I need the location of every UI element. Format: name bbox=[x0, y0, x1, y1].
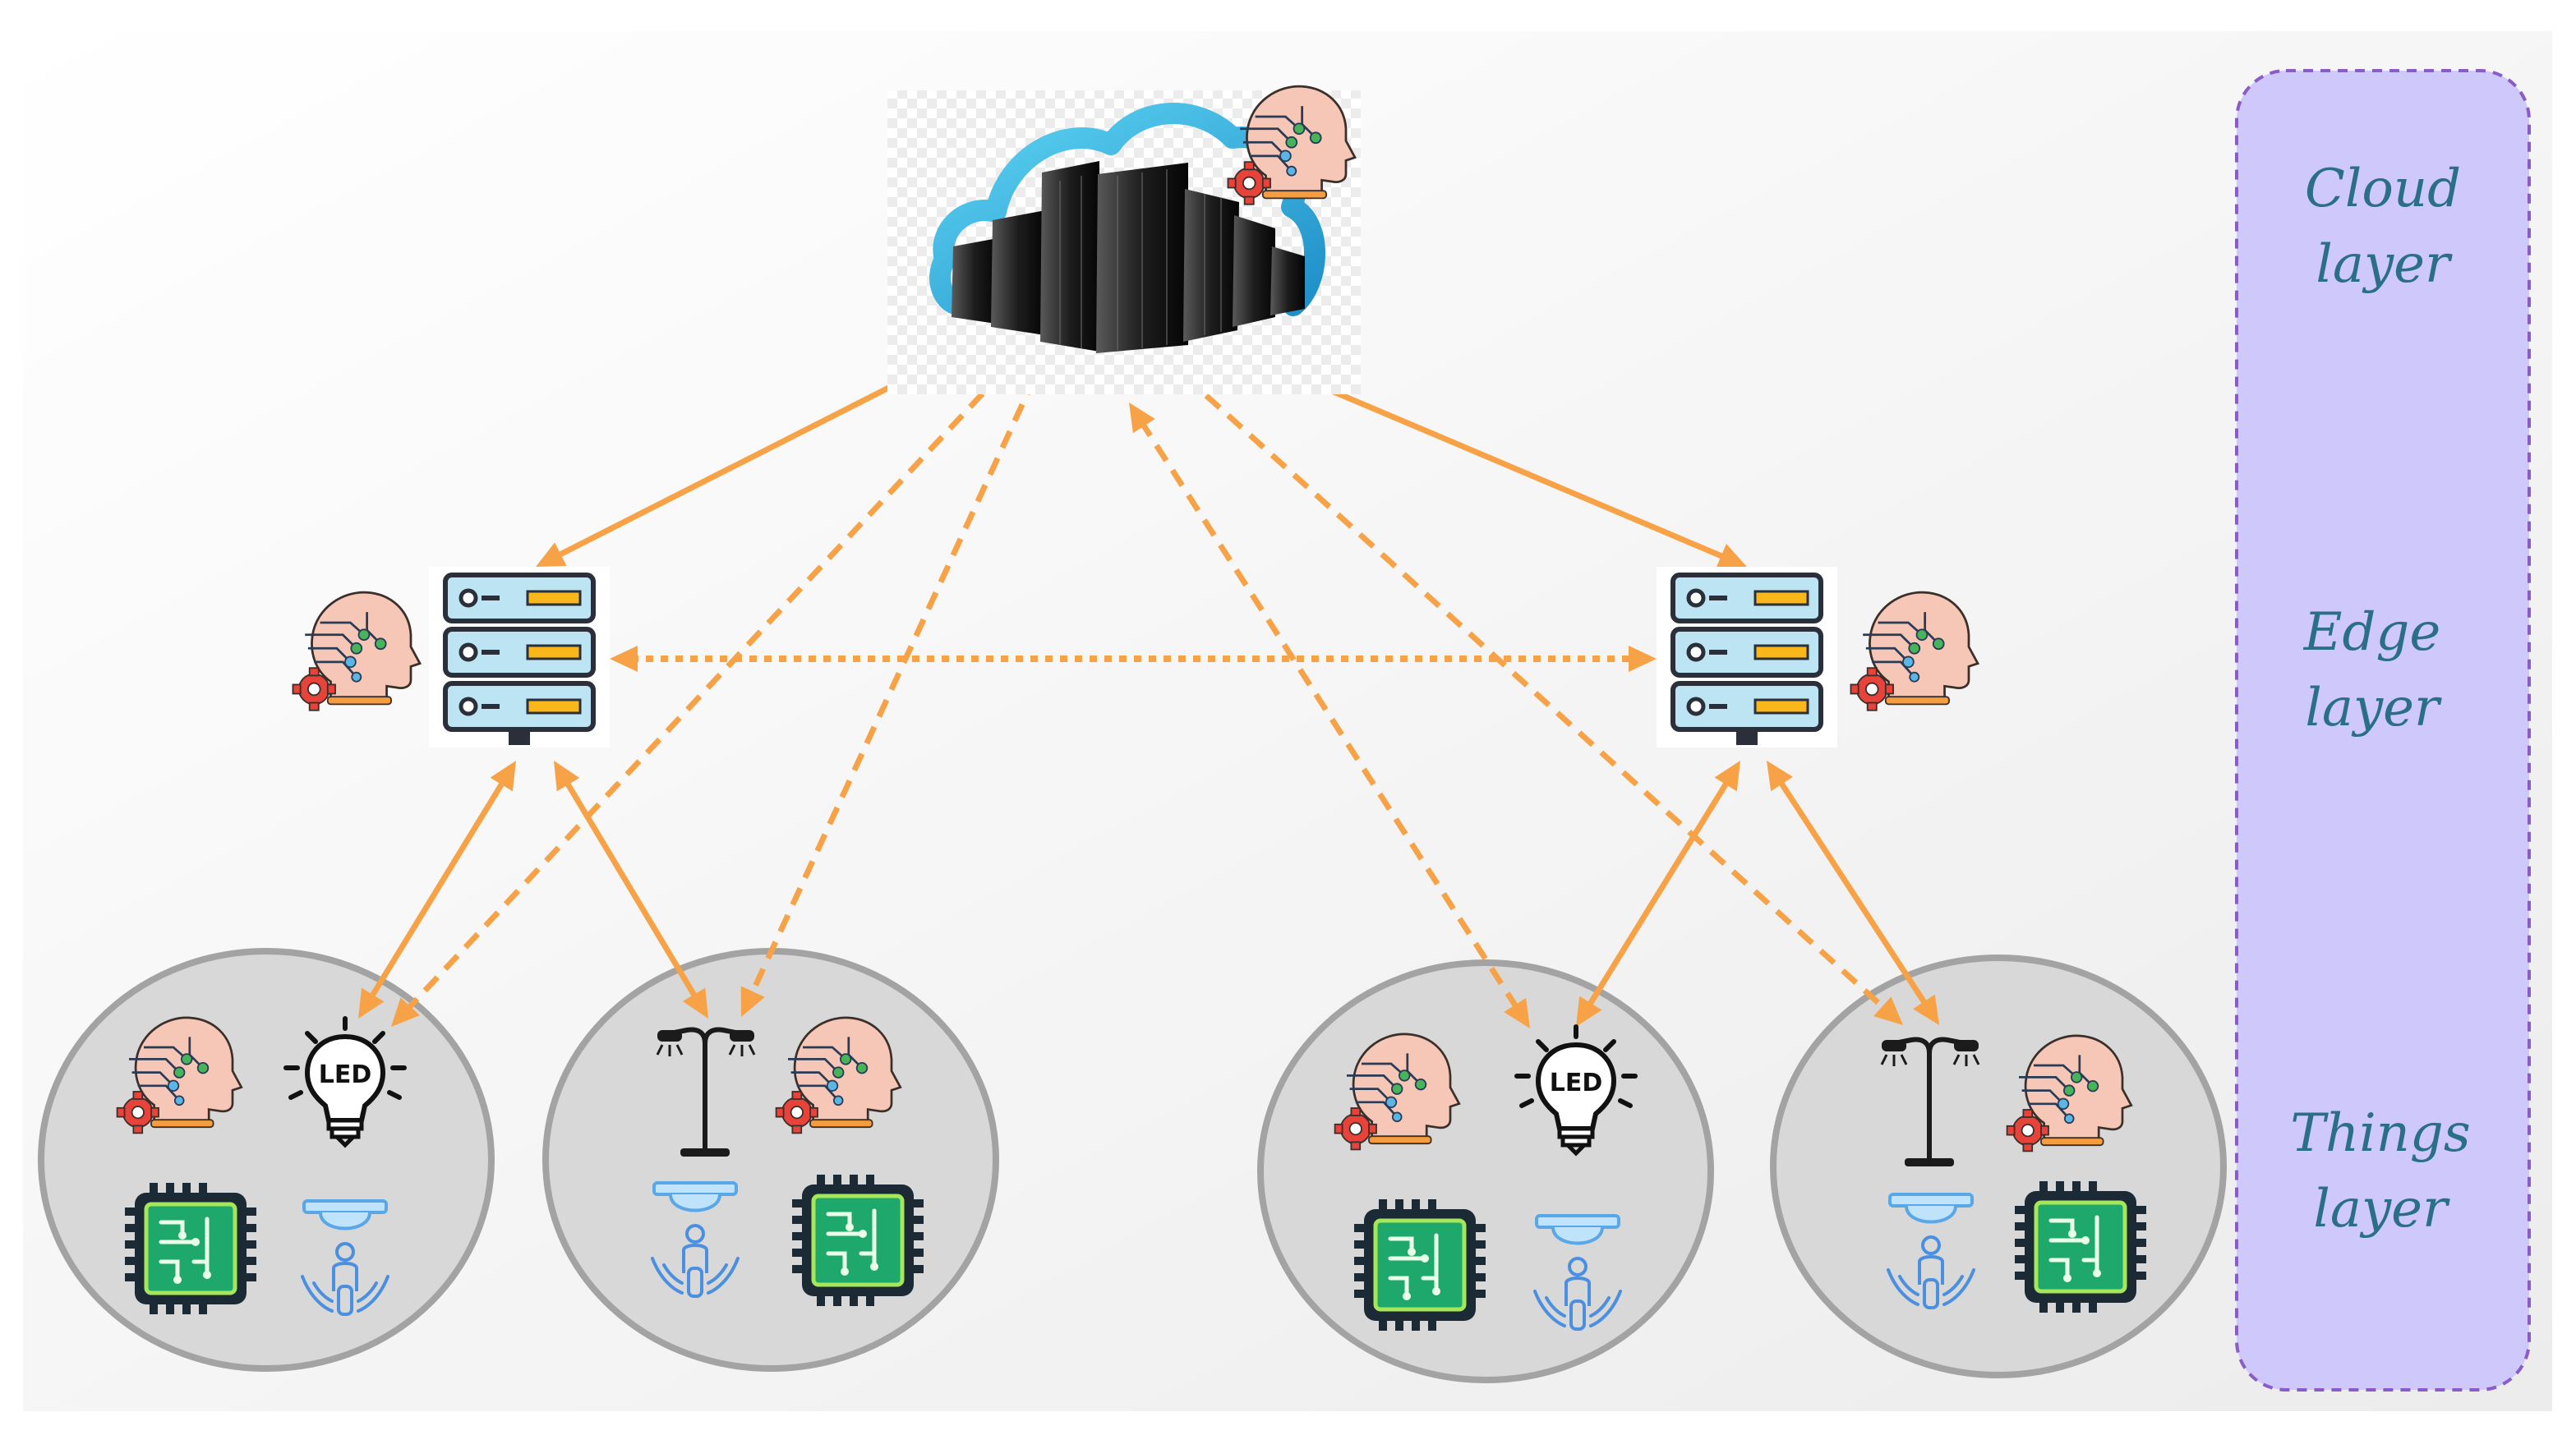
arrow-edge-right-cluster3-bulb-line bbox=[1584, 777, 1732, 1010]
cluster-3-devices: LED bbox=[1334, 1027, 1635, 1331]
things-cluster-2 bbox=[542, 948, 999, 1372]
cluster-1-devices: LED bbox=[116, 1018, 404, 1314]
things-layer-label-line1: Things bbox=[2290, 1103, 2471, 1164]
arrow-edge-right-cluster3-bulb bbox=[1576, 761, 1740, 1027]
led-text: LED bbox=[1550, 1069, 1603, 1097]
arrow-edge-right-cluster3-bulb-head-start bbox=[1714, 761, 1740, 792]
arrow-cloud-cluster3-bulb-head-start bbox=[1129, 402, 1155, 434]
edge-layer-label-line2: layer bbox=[2305, 678, 2440, 738]
arrow-cloud-edge-right-head-end bbox=[1716, 544, 1747, 568]
arrow-edge-right-cluster4-lamp-line bbox=[1776, 776, 1930, 1010]
arrow-edge-left-cluster1-bulb-line bbox=[366, 777, 508, 1002]
arrow-edge-left-cluster1-bulb-head-end bbox=[358, 987, 385, 1019]
cloud-layer-label-line1: Cloud bbox=[2304, 159, 2462, 219]
microchip-icon bbox=[1354, 1199, 1486, 1331]
things-layer-label-line2: layer bbox=[2313, 1179, 2448, 1240]
led-text: LED bbox=[319, 1060, 372, 1089]
arrow-cloud-cluster3-bulb-head-end bbox=[1504, 997, 1530, 1028]
cloud-layer-label: Cloud layer bbox=[2247, 151, 2518, 302]
arrow-cloud-cluster4-lamp-line bbox=[1182, 373, 1890, 1014]
arrow-edge-left-edge-right-head-end bbox=[1629, 646, 1657, 672]
arrow-cloud-cluster1-bulb-head-end bbox=[391, 997, 420, 1027]
microchip-icon bbox=[125, 1183, 256, 1314]
things-cluster-1 bbox=[38, 948, 495, 1372]
arrow-edge-left-cluster1-bulb bbox=[358, 761, 516, 1019]
server-rack-icon bbox=[429, 567, 610, 748]
microchip-icon bbox=[2015, 1181, 2146, 1313]
things-layer-label: Things layer bbox=[2245, 1096, 2516, 1247]
edge-layer-label: Edge layer bbox=[2237, 595, 2508, 746]
things-cluster-3 bbox=[1257, 959, 1714, 1383]
arrow-edge-right-cluster3-bulb-head-end bbox=[1576, 996, 1602, 1027]
arrow-cloud-cluster3-bulb bbox=[1129, 402, 1530, 1028]
arrow-edge-left-cluster2-lamp bbox=[554, 761, 708, 1019]
arrow-cloud-edge-left-head-end bbox=[536, 542, 567, 567]
server-rack-icon bbox=[1657, 567, 1837, 748]
things-cluster-4 bbox=[1770, 954, 2227, 1378]
arrow-cloud-cluster2-lamp-head-end bbox=[740, 986, 765, 1017]
edge-layer-label-line1: Edge bbox=[2303, 602, 2441, 663]
layer-panel bbox=[2235, 69, 2531, 1392]
arrow-edge-right-cluster4-lamp-head-start bbox=[1767, 761, 1793, 792]
arrow-cloud-cluster2-lamp-line bbox=[747, 376, 1038, 999]
arrow-cloud-cluster4-lamp-head-end bbox=[1873, 996, 1903, 1025]
arrow-edge-left-cluster2-lamp-head-end bbox=[682, 987, 708, 1019]
arrow-edge-left-edge-right bbox=[610, 646, 1657, 672]
arrow-edge-left-cluster1-bulb-head-start bbox=[490, 761, 516, 792]
cloud-datacenter-icon bbox=[929, 103, 1325, 353]
arrow-edge-left-cluster2-lamp-head-start bbox=[554, 761, 580, 792]
microchip-icon bbox=[792, 1175, 924, 1306]
arrow-edge-right-cluster4-lamp-head-end bbox=[1913, 994, 1939, 1025]
cloud-node bbox=[887, 85, 1361, 394]
arrow-edge-left-edge-right-head-start bbox=[610, 646, 638, 672]
cloud-layer-label-line2: layer bbox=[2316, 234, 2450, 295]
arrow-edge-right-cluster4-lamp bbox=[1767, 761, 1939, 1025]
arrow-edge-left-cluster2-lamp-line bbox=[562, 777, 700, 1002]
